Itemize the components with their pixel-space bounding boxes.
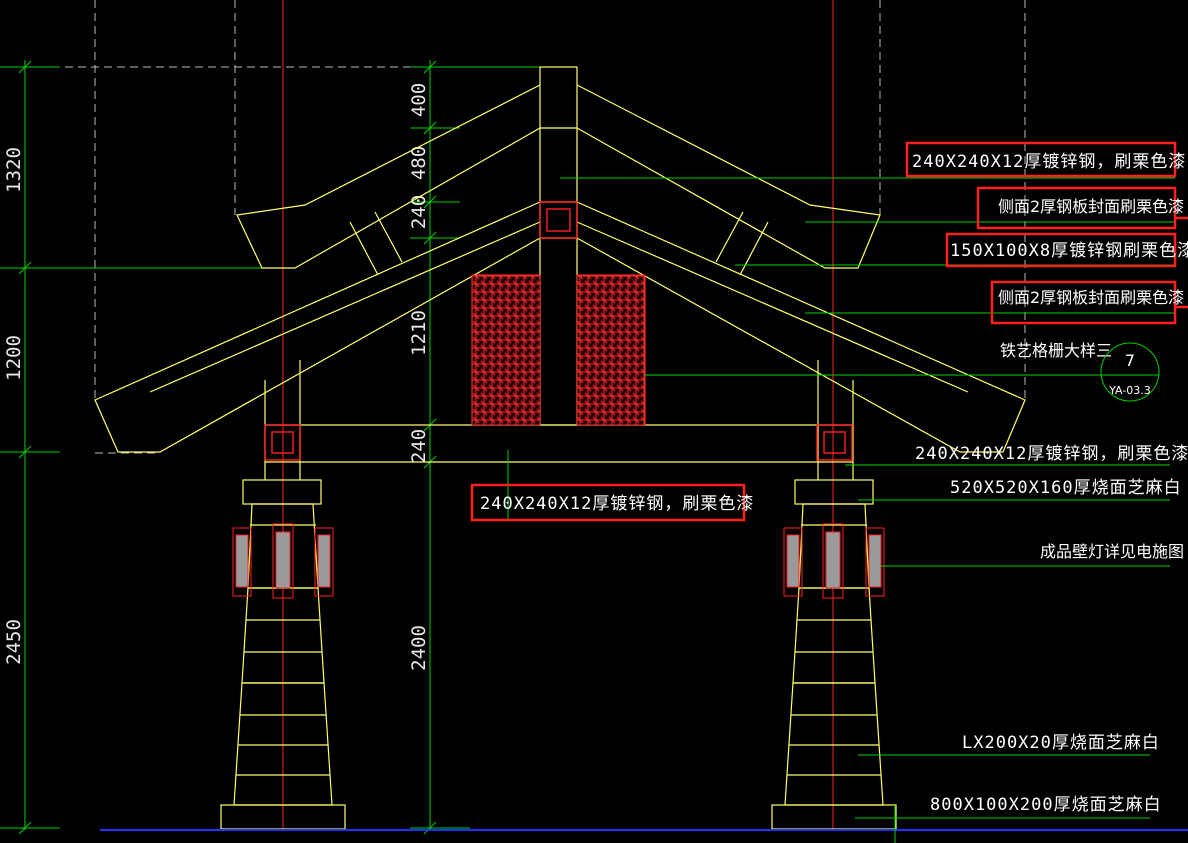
callout-lattice-detail: 铁艺格栅大样三	[1000, 341, 1112, 360]
callout-steel-150: 150X100X8厚镀锌钢刷栗色漆	[950, 241, 1188, 261]
detail-sheet: YA-03.3	[1108, 384, 1151, 397]
dim-left-2450: 2450	[3, 619, 25, 665]
callout-cap-stone: 520X520X160厚烧面芝麻白	[950, 478, 1182, 498]
axis-lines	[282, 0, 834, 830]
detail-number: 7	[1125, 351, 1135, 370]
callout-steel-beam: 240X240X12厚镀锌钢，刷栗色漆	[915, 444, 1188, 464]
callout-wall-lamp: 成品壁灯详见电施图	[1040, 542, 1184, 561]
dim-left-1320: 1320	[3, 147, 25, 193]
lattice-grille-left	[471, 274, 541, 426]
callout-base-stone: 800X100X200厚烧面芝麻白	[930, 795, 1162, 815]
callout-cladding: LX200X20厚烧面芝麻白	[962, 733, 1160, 753]
left-dimension-chain	[0, 60, 295, 835]
callout-side-plate-2: 侧面2厚钢板封面刷栗色漆	[998, 288, 1184, 307]
dim-center-480: 480	[408, 146, 430, 180]
highlight-boxes	[470, 141, 1188, 522]
dim-center-240b: 240	[408, 429, 430, 463]
callout-center-steel: 240X240X12厚镀锌钢，刷栗色漆	[480, 494, 754, 514]
leader-lines	[507, 177, 1175, 843]
right-column	[771, 479, 897, 830]
callout-steel-top: 240X240X12厚镀锌钢，刷栗色漆	[912, 152, 1186, 172]
dim-left-1200: 1200	[3, 335, 25, 381]
wall-lamps	[232, 523, 885, 599]
steel-node-plates	[264, 201, 853, 461]
callout-side-plate-1: 侧面2厚钢板封面刷栗色漆	[998, 197, 1184, 216]
dim-center-2400: 2400	[408, 625, 430, 671]
dim-center-240a: 240	[408, 195, 430, 229]
left-column	[220, 479, 346, 830]
center-dimension-chain	[410, 60, 540, 835]
dim-center-400: 400	[408, 83, 430, 117]
lattice-grille-right	[576, 274, 646, 426]
dim-center-1210: 1210	[408, 310, 430, 356]
roof-structure	[94, 66, 1026, 480]
detail-marker[interactable]: 7 YA-03.3	[1100, 342, 1160, 402]
